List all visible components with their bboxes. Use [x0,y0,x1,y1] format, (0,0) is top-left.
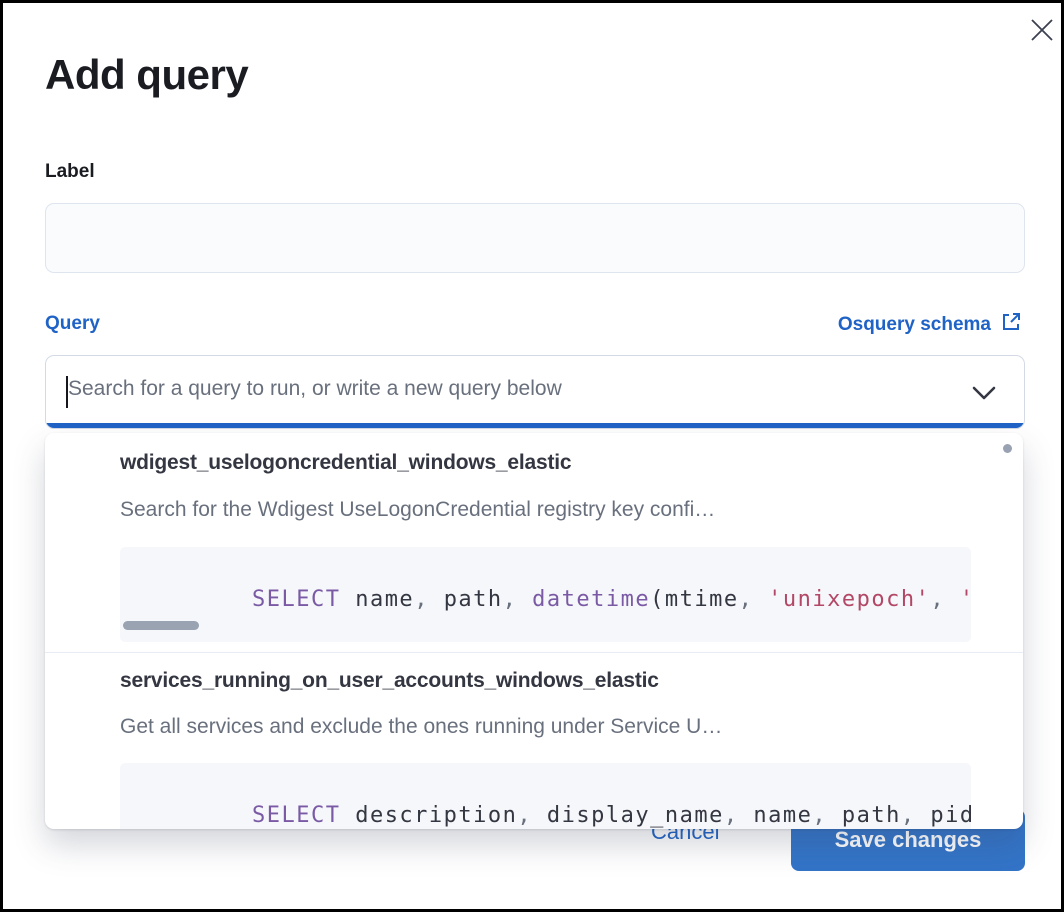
close-icon [1030,18,1054,47]
option-title: wdigest_uselogoncredential_windows_elast… [120,451,572,474]
text-caret [66,376,68,408]
query-search-input[interactable] [46,356,1024,428]
option-description: Get all services and exclude the ones ru… [120,715,723,738]
chevron-down-icon[interactable] [972,386,996,400]
horizontal-scrollbar-thumb[interactable] [123,621,199,630]
query-combobox[interactable] [45,355,1025,429]
osquery-schema-link-label: Osquery schema [837,314,991,335]
focus-underline [46,423,1024,428]
save-changes-label: Save changes [834,827,982,852]
query-suggestions-dropdown: wdigest_uselogoncredential_windows_elast… [45,433,1023,829]
option-title: services_running_on_user_accounts_window… [120,669,659,692]
label-field-label: Label [45,161,95,182]
label-input[interactable] [45,203,1025,273]
option-sql-snippet: SELECT name, path, datetime(mtime, 'unix… [120,547,971,642]
close-button[interactable] [1028,18,1056,46]
vertical-scrollbar-thumb[interactable] [1003,444,1012,453]
option-description: Search for the Wdigest UseLogonCredentia… [120,498,716,521]
osquery-schema-link[interactable]: Osquery schema [838,311,1022,339]
page-title: Add query [45,51,249,98]
sql-code: SELECT description, display_name, name, … [251,803,971,828]
sql-code: SELECT name, path, datetime(mtime, 'unix… [251,587,971,612]
query-field-label: Query [45,313,100,334]
external-link-icon [1000,311,1022,339]
option-sql-snippet: SELECT description, display_name, name, … [120,763,971,829]
option-divider [45,652,1023,653]
